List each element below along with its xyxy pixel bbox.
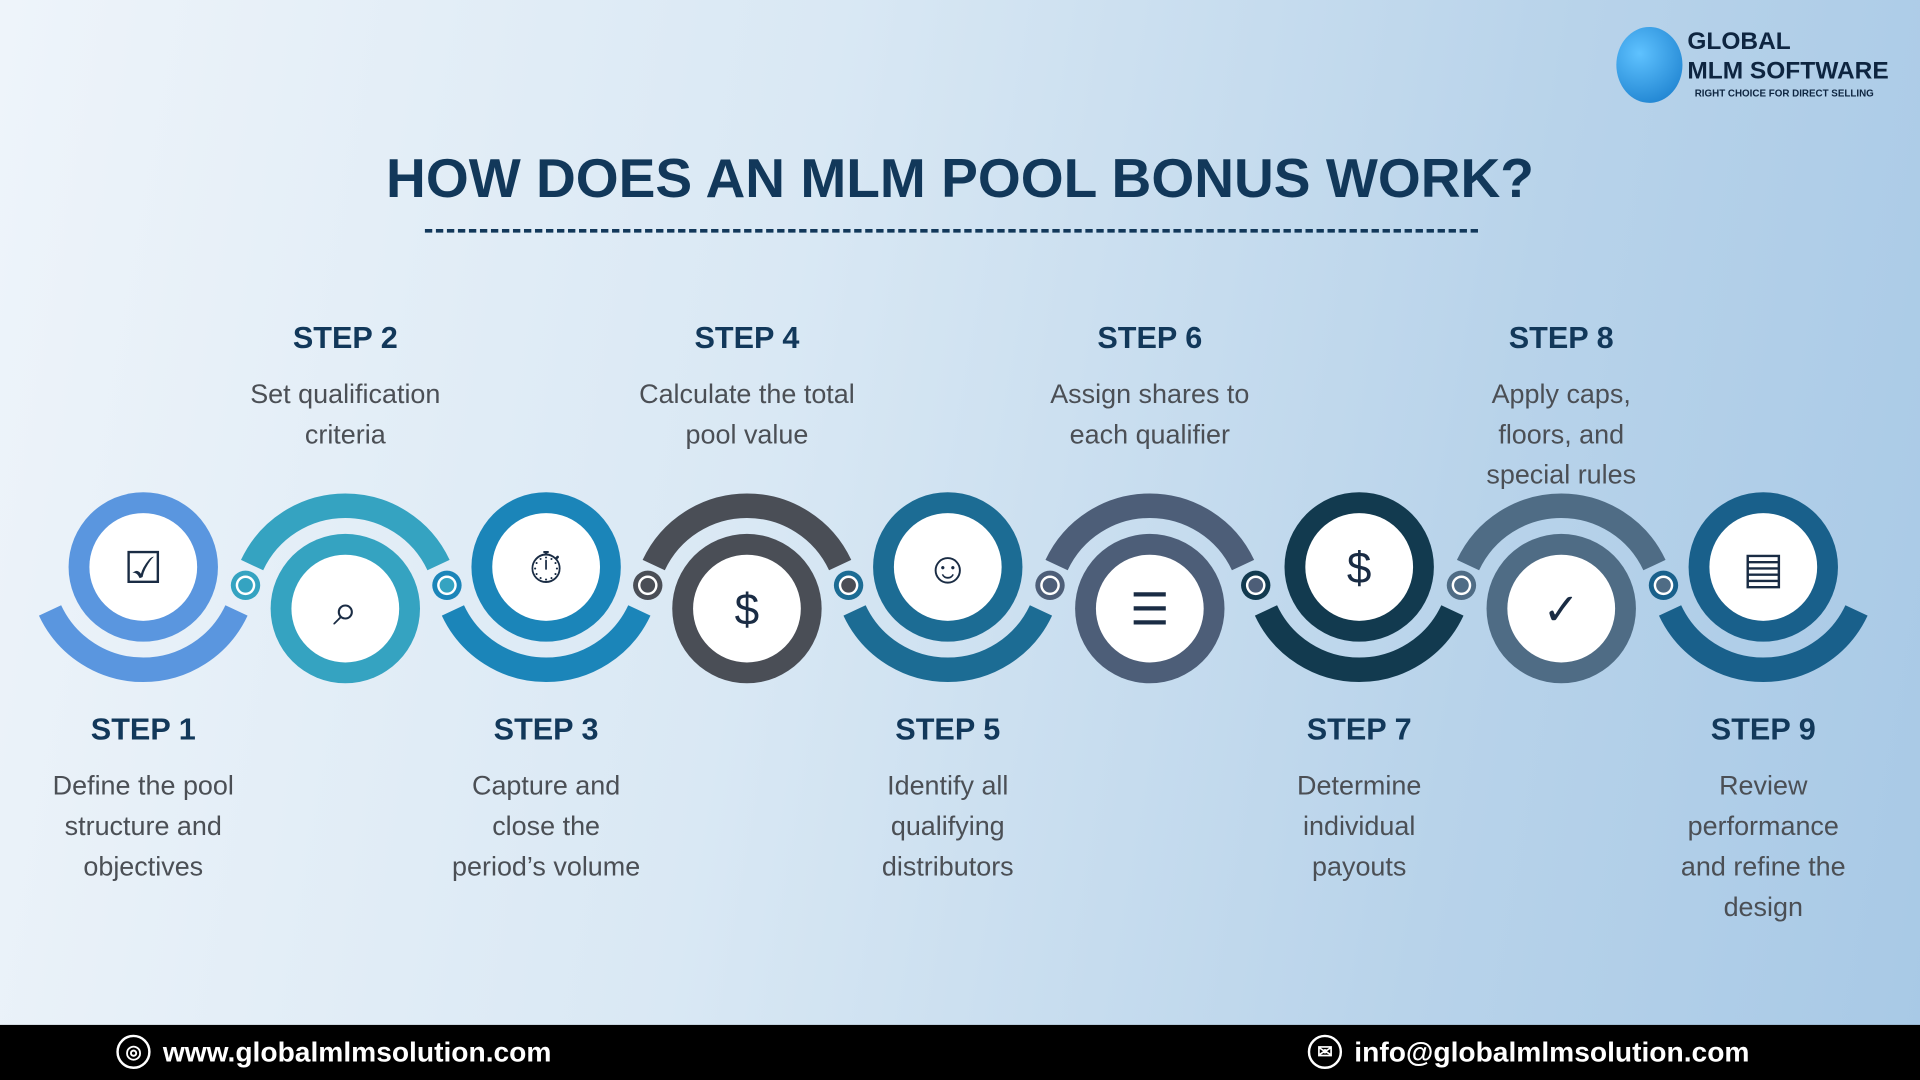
step-label: STEP 2 bbox=[292, 320, 398, 356]
step-label: STEP 9 bbox=[1710, 712, 1816, 747]
news-users-icon: ☰ bbox=[1130, 585, 1170, 634]
title-divider bbox=[424, 228, 1478, 233]
step-arc bbox=[843, 604, 1053, 683]
user-gear-checklist-icon: ☑ bbox=[124, 544, 164, 593]
step-inner bbox=[1709, 513, 1818, 621]
step-description: Identify all qualifying distributors bbox=[881, 770, 1014, 882]
step-description: Capture and close the period’s volume bbox=[452, 770, 641, 882]
step-description: Apply caps, floors, and special rules bbox=[1486, 378, 1637, 490]
step-5: STEP 5 Identify all qualifying distributo… bbox=[801, 713, 1095, 887]
rules-document-icon: ✓ bbox=[1543, 585, 1580, 634]
step-label: STEP 3 bbox=[493, 712, 599, 747]
team-group-icon: ☺ bbox=[925, 544, 970, 593]
footer: ◎ www.globalmlmsolution.com ✉ info@globalm… bbox=[0, 1024, 1920, 1080]
mail-icon: ✉ bbox=[1307, 1034, 1343, 1069]
globe-icon bbox=[1616, 26, 1683, 103]
calculator-invoice-icon: $ bbox=[735, 585, 760, 634]
step-arc bbox=[240, 493, 450, 571]
logo-tagline: RIGHT CHOICE FOR DIRECT SELLING bbox=[1694, 88, 1874, 100]
step-arc bbox=[1456, 493, 1666, 571]
step-3: STEP 3 Capture and close the period’s vol… bbox=[399, 713, 693, 887]
step-description: Assign shares to each qualifier bbox=[1050, 378, 1250, 450]
logo-line1: GLOBAL bbox=[1687, 28, 1791, 56]
step-description: Calculate the total pool value bbox=[639, 378, 855, 450]
step-inner bbox=[893, 513, 1002, 621]
website-link[interactable]: www.globalmlmsolution.com bbox=[162, 1035, 552, 1068]
document-search-icon: ⌕ bbox=[333, 585, 358, 634]
money-hand-icon: $ bbox=[1347, 544, 1372, 593]
report-review-icon: ▤ bbox=[1742, 544, 1784, 593]
step-6: STEP 6 Assign shares to each qualifier bbox=[1003, 321, 1297, 454]
step-arc bbox=[1658, 604, 1868, 683]
step-arc bbox=[642, 493, 852, 571]
step-label: STEP 6 bbox=[1097, 320, 1203, 356]
step-8: STEP 8 Apply caps, floors, and special ru… bbox=[1414, 321, 1708, 495]
email-link[interactable]: info@globalmlmsolution.com bbox=[1354, 1035, 1750, 1068]
step-label: STEP 1 bbox=[90, 712, 196, 747]
page-title: HOW DOES AN MLM POOL BONUS WORK? bbox=[386, 146, 1534, 210]
step-arc bbox=[1254, 604, 1464, 683]
step-inner bbox=[291, 554, 400, 663]
step-2: STEP 2 Set qualification criteria bbox=[198, 321, 492, 454]
step-7: STEP 7 Determine individual payouts bbox=[1212, 713, 1506, 887]
step-description: Review performance and refine the design bbox=[1680, 770, 1846, 923]
step-arc bbox=[1045, 493, 1255, 571]
step-description: Set qualification criteria bbox=[250, 378, 441, 450]
step-description: Determine individual payouts bbox=[1297, 770, 1422, 882]
step-inner bbox=[693, 554, 801, 663]
globe-icon: ◎ bbox=[116, 1034, 151, 1069]
step-label: STEP 5 bbox=[895, 712, 1001, 747]
step-4: STEP 4 Calculate the total pool value bbox=[600, 321, 894, 454]
step-label: STEP 4 bbox=[694, 320, 800, 356]
step-arc bbox=[38, 604, 248, 683]
step-inner bbox=[1507, 554, 1616, 663]
step-inner bbox=[1305, 513, 1414, 621]
step-inner bbox=[89, 513, 198, 621]
logo-line2: MLM SOFTWARE bbox=[1687, 57, 1889, 85]
step-label: STEP 8 bbox=[1508, 320, 1614, 356]
step-1: STEP 1 Define the pool structure and obje… bbox=[0, 713, 290, 887]
step-label: STEP 7 bbox=[1306, 712, 1412, 747]
step-inner bbox=[1095, 554, 1204, 663]
step-9: STEP 9 Review performance and refine the … bbox=[1616, 713, 1910, 927]
step-inner bbox=[492, 513, 601, 621]
clock-growth-chart-icon: ⏱ bbox=[529, 544, 563, 593]
step-arc bbox=[441, 604, 651, 683]
step-description: Define the pool structure and objectives bbox=[52, 770, 234, 882]
